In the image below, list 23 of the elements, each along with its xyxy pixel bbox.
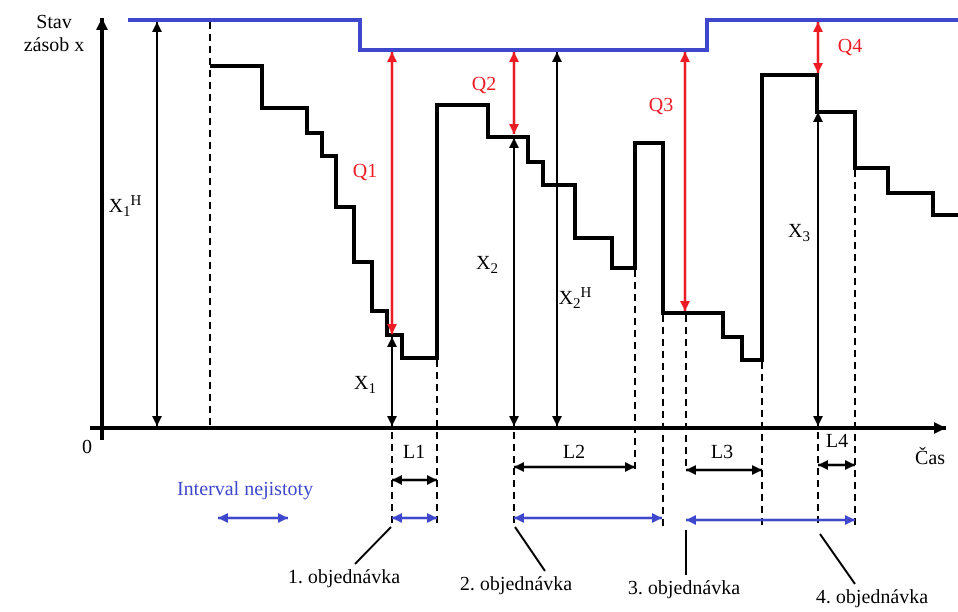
axis-label: L3 — [710, 442, 734, 462]
order-label: 1. objednávka — [280, 564, 408, 590]
axis-label: X$_{1}$ — [354, 373, 376, 393]
order-label: 4. objednávka — [808, 584, 936, 610]
axis-label: X$_{3}$ — [788, 221, 810, 241]
leader-line — [354, 526, 392, 565]
axis-label: Stav zásob x — [22, 11, 86, 57]
axis-label: Q3 — [648, 95, 674, 115]
leader-line — [685, 530, 687, 575]
leader-line — [819, 533, 856, 585]
axis-label: X$_{2}$ — [476, 253, 498, 273]
axis-label: Q2 — [472, 74, 496, 94]
axis-label: L2 — [562, 442, 586, 462]
axis-label: Q4 — [838, 36, 862, 56]
order-label: 2. objednávka — [452, 571, 580, 597]
axis-label: Q1 — [352, 161, 378, 181]
leader-line — [514, 526, 546, 572]
axis-label: 0 — [82, 437, 92, 457]
order-label: 3. objednávka — [620, 575, 748, 601]
axis-label: L4 — [826, 431, 848, 451]
legend-text: Interval nejistoty — [177, 479, 314, 499]
axis-label: L1 — [402, 442, 426, 462]
axis-label: Čas — [915, 448, 945, 468]
